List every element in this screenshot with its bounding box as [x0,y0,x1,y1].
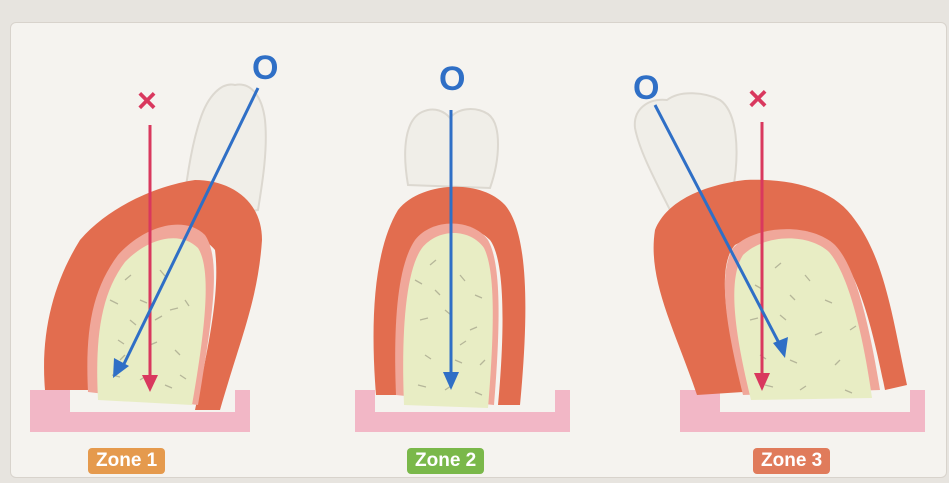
zone-1-panel: × O Zone 1 [0,0,320,483]
correct-mark: O [633,71,659,105]
zone-2-label: Zone 2 [407,448,484,474]
zone-1-label: Zone 1 [88,448,165,474]
wrong-mark: × [137,84,157,118]
correct-mark: O [439,62,465,96]
zone-3-illustration [625,0,949,483]
correct-mark: O [252,51,278,85]
zone-3-panel: O × Zone 3 [625,0,949,483]
zone-2-illustration [310,0,630,483]
zone-2-panel: O Zone 2 [310,0,630,483]
zone-3-label: Zone 3 [753,448,830,474]
wrong-mark: × [748,82,768,116]
